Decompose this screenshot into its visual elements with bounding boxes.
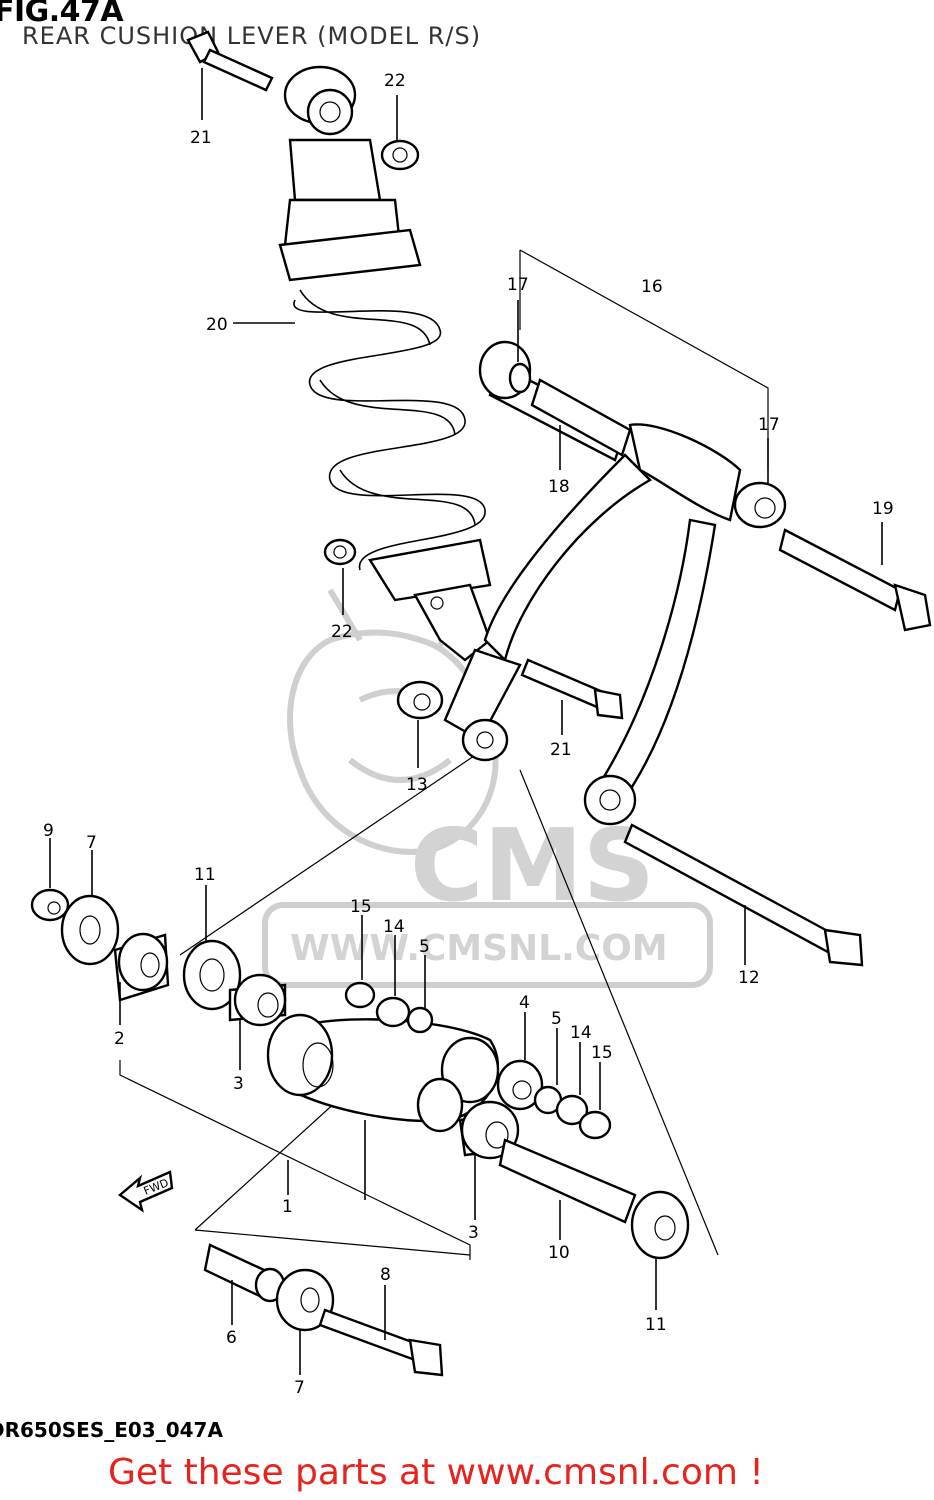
callout-15-lower: 15 — [591, 1043, 613, 1063]
callout-15-upper: 15 — [350, 897, 372, 917]
bolt-12 — [623, 823, 864, 967]
callout-4: 4 — [519, 993, 530, 1013]
watermark: CMS WWW.CMSNL.COM — [262, 588, 713, 988]
callout-5-upper: 5 — [419, 937, 430, 957]
watermark-brand: CMS — [410, 807, 655, 924]
upper-bolt — [186, 30, 274, 92]
callout-3-lower: 3 — [468, 1223, 479, 1243]
rear-shock-absorber — [278, 65, 492, 662]
callout-21-lower: 21 — [550, 740, 572, 760]
bracket-lever-2 — [119, 1060, 471, 1260]
callout-6: 6 — [226, 1328, 237, 1348]
spacer-6 — [203, 1243, 286, 1303]
bolt-8 — [318, 1308, 444, 1377]
fwd-direction-arrow: FWD — [118, 1170, 174, 1213]
callout-21-upper: 21 — [190, 128, 212, 148]
assembly-brackets — [119, 249, 769, 1260]
spacer-17-right — [733, 481, 787, 529]
oil-seal-11-lower — [630, 1190, 690, 1260]
callout-7-lower: 7 — [294, 1378, 305, 1398]
bracket-link-right — [519, 769, 719, 1256]
callout-13: 13 — [406, 775, 428, 795]
washer-7-upper — [60, 894, 120, 966]
nut-22-lower — [323, 538, 357, 566]
callout-8: 8 — [380, 1265, 391, 1285]
callout-20: 20 — [206, 315, 228, 335]
bolt-21-lower — [520, 658, 624, 720]
callout-3-upper: 3 — [233, 1074, 244, 1094]
nut-22-upper — [380, 139, 420, 171]
bolt-19 — [778, 528, 932, 632]
watermark-mascot-outline — [287, 629, 499, 855]
watermark-url: WWW.CMSNL.COM — [290, 928, 668, 969]
callout-18: 18 — [548, 477, 570, 497]
callout-22-upper: 22 — [384, 71, 406, 91]
callout-11-lower: 11 — [645, 1315, 667, 1335]
callout-2: 2 — [114, 1029, 125, 1049]
callout-12: 12 — [738, 968, 760, 988]
bearing-3-upper — [228, 973, 287, 1027]
bearing-4 — [496, 1059, 544, 1111]
callout-19: 19 — [872, 499, 894, 519]
cushion-lever — [266, 1013, 500, 1133]
spacer-2 — [113, 932, 170, 1002]
figure-title: REAR CUSHION LEVER (MODEL R/S) — [22, 22, 482, 50]
drawing-code: DR650SES_E03_047A — [0, 1418, 223, 1442]
dust-seal-15-lower — [578, 1110, 612, 1140]
callouts: 21 22 20 17 16 17 18 19 22 21 13 9 7 11 … — [43, 71, 894, 1398]
figure-number: FIG.47A — [0, 0, 124, 29]
bracket-link-upper — [179, 734, 506, 956]
callout-16: 16 — [641, 277, 663, 297]
callout-7-upper: 7 — [86, 833, 97, 853]
callout-1: 1 — [282, 1197, 293, 1217]
callout-17-right: 17 — [758, 415, 780, 435]
bearing-5-upper — [406, 1006, 434, 1034]
callout-22-lower: 22 — [331, 622, 353, 642]
leader-lines — [49, 68, 883, 1375]
washer-14-upper — [375, 996, 411, 1028]
washer-7-lower — [275, 1268, 335, 1332]
oil-seal-11-upper — [182, 939, 242, 1011]
callout-14-lower: 14 — [570, 1023, 592, 1043]
callout-10: 10 — [548, 1243, 570, 1263]
nut-13 — [396, 680, 444, 720]
cushion-rod — [443, 340, 742, 826]
callout-11-upper: 11 — [194, 865, 216, 885]
washer-14-lower — [555, 1094, 589, 1126]
promo-link[interactable]: Get these parts at www.cmsnl.com ! — [108, 1452, 764, 1493]
nut-9 — [30, 888, 70, 922]
watermark-banner — [262, 902, 713, 988]
spacer-10 — [498, 1138, 637, 1224]
callout-5-lower: 5 — [551, 1009, 562, 1029]
callout-14-upper: 14 — [383, 917, 405, 937]
callout-9: 9 — [43, 821, 54, 841]
callout-17-left: 17 — [507, 275, 529, 295]
dust-seal-15-upper — [344, 981, 376, 1009]
